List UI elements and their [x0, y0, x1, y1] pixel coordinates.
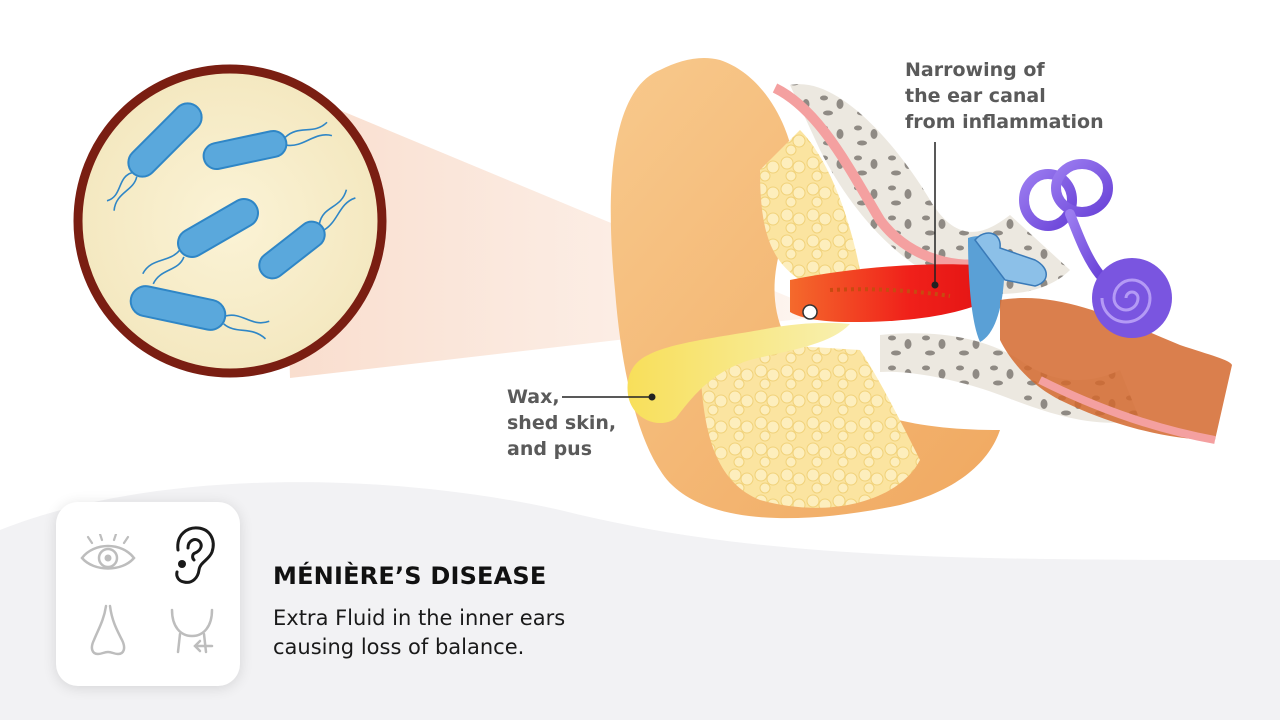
disease-description-line: Extra Fluid in the inner ears [273, 606, 566, 630]
narrowing-label-line: Narrowing of [905, 59, 1045, 81]
wax-label-line: and pus [507, 438, 592, 460]
throat-icon[interactable] [166, 606, 220, 656]
wax-label-line: Wax, [507, 386, 560, 408]
magnify-point [802, 304, 818, 320]
nose-icon[interactable] [84, 602, 132, 660]
eye-icon[interactable] [78, 534, 138, 578]
bacteria-magnifier [73, 64, 387, 378]
narrowing-label: Narrowing of the ear canal from inflamma… [905, 57, 1104, 135]
ear-wax [627, 322, 850, 424]
ear-anatomy [610, 58, 1232, 519]
cochlea [1092, 258, 1172, 338]
disease-description-line: causing loss of balance. [273, 635, 525, 659]
wax-label: Wax, shed skin, and pus [507, 384, 616, 462]
ossicles [974, 232, 1047, 287]
narrowing-label-line: from inflammation [905, 111, 1104, 133]
narrowing-label-line: the ear canal [905, 85, 1046, 107]
ear-icon[interactable] [166, 524, 218, 586]
bacteria-cells [106, 102, 356, 340]
background-wave [0, 482, 1280, 720]
disease-description: Extra Fluid in the inner ears causing lo… [273, 604, 565, 662]
senses-icon-card [56, 502, 240, 686]
disease-title: MÉNIÈRE’S DISEASE [273, 562, 547, 590]
wax-label-line: shed skin, [507, 412, 617, 434]
eustachian-area [1000, 298, 1232, 440]
inflamed-ear-canal [790, 264, 990, 322]
fat-tissue [700, 340, 920, 508]
inner-ear [1019, 159, 1113, 280]
